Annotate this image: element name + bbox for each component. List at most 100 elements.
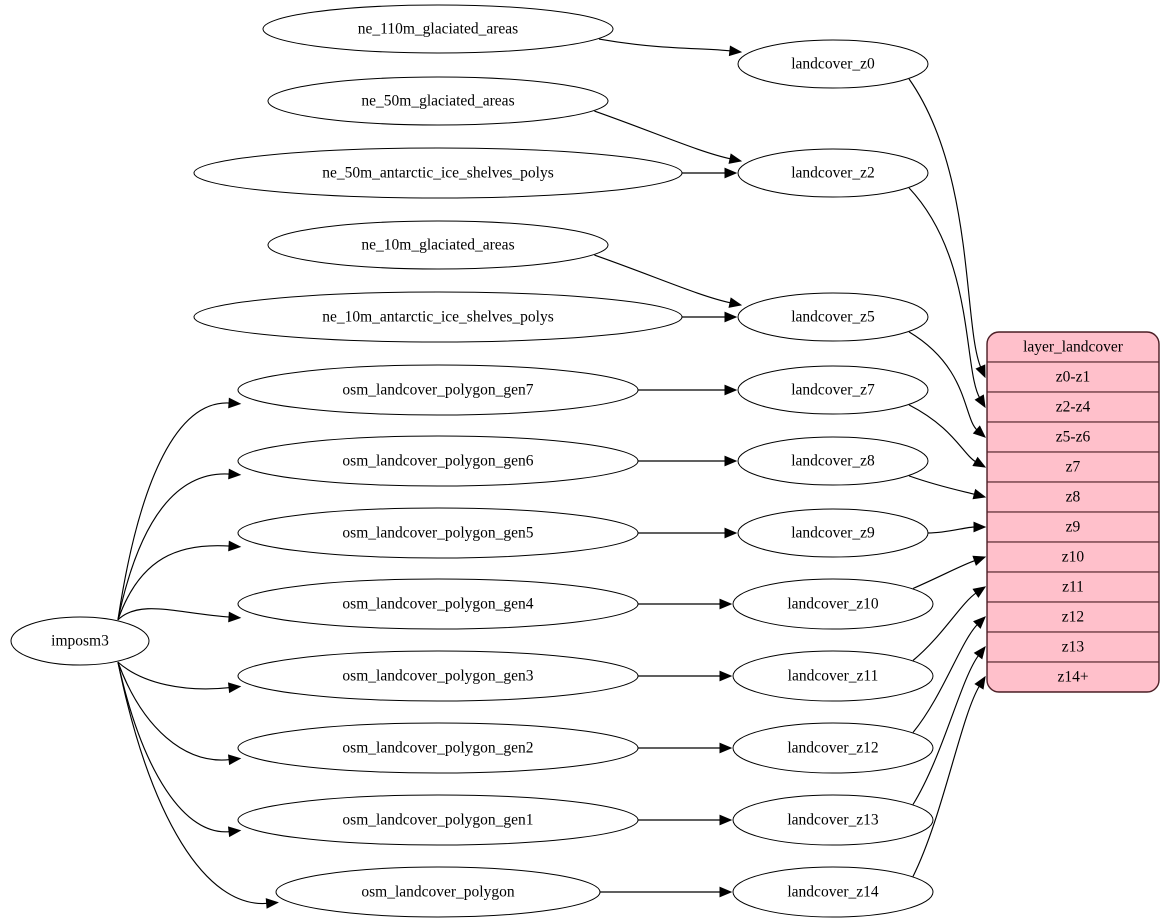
graph-node-ne_10m_antarctic_ice_shelves_polys[interactable]: ne_10m_antarctic_ice_shelves_polys [193,291,683,343]
graph-node-landcover_z8[interactable]: landcover_z8 [737,436,929,486]
graph-node-osm_landcover_polygon_gen2[interactable]: osm_landcover_polygon_gen2 [237,722,639,774]
edge [912,616,986,733]
table-row[interactable]: z9 [987,511,1159,543]
edge-arrowhead [719,670,733,682]
graph-node-landcover_z7[interactable]: landcover_z7 [737,365,929,415]
layer-node-ellipse[interactable] [732,578,934,630]
source-node-ellipse[interactable] [262,4,614,54]
edge-path [908,187,981,399]
node-label: osm_landcover_polygon_gen4 [342,596,533,613]
root-node-ellipse[interactable] [10,616,150,666]
table-row[interactable]: z14+ [987,661,1159,692]
graph-node-landcover_z12[interactable]: landcover_z12 [732,722,934,774]
table-row-cell[interactable] [987,481,1159,513]
layer-node-ellipse[interactable] [737,508,929,558]
table-row-cell[interactable] [987,601,1159,633]
layer-node-ellipse[interactable] [732,794,934,846]
table-row-cell[interactable] [987,391,1159,423]
graph-node-landcover_z9[interactable]: landcover_z9 [737,508,929,558]
graph-node-ne_110m_glaciated_areas[interactable]: ne_110m_glaciated_areas [262,4,614,54]
graph-node-landcover_z10[interactable]: landcover_z10 [732,578,934,630]
source-node-ellipse[interactable] [237,794,639,846]
source-node-ellipse[interactable] [237,435,639,487]
graph-node-landcover_z11[interactable]: landcover_z11 [732,650,934,702]
node-label: osm_landcover_polygon_gen3 [342,668,533,685]
edge-arrowhead [227,826,242,838]
graph-node-osm_landcover_polygon_gen7[interactable]: osm_landcover_polygon_gen7 [237,364,639,416]
table-row-label: z14+ [1057,669,1088,686]
layer-node-ellipse[interactable] [732,866,934,918]
graph-node-ne_50m_antarctic_ice_shelves_polys[interactable]: ne_50m_antarctic_ice_shelves_polys [193,147,683,199]
edge-path [908,78,982,369]
table-row-cell[interactable] [987,631,1159,663]
table-row[interactable]: z2-z4 [987,391,1159,423]
table-row-cell[interactable] [987,541,1159,573]
table-row[interactable]: z11 [987,571,1159,603]
edge-path [594,110,732,160]
layer-node-ellipse[interactable] [737,148,929,198]
layer-node-ellipse[interactable] [732,722,934,774]
graph-node-landcover_z0[interactable]: landcover_z0 [737,39,929,89]
edge [908,78,986,379]
table-outline [986,331,1160,693]
graph-node-ne_50m_glaciated_areas[interactable]: ne_50m_glaciated_areas [267,76,609,126]
graph-node-osm_landcover_polygon_gen5[interactable]: osm_landcover_polygon_gen5 [237,507,639,559]
source-node-ellipse[interactable] [193,291,683,343]
table-row[interactable]: z0-z1 [987,361,1159,393]
graph-node-landcover_z14[interactable]: landcover_z14 [732,866,934,918]
edge [117,661,242,838]
graph-node-landcover_z13[interactable]: landcover_z13 [732,794,934,846]
graph-node-ne_10m_glaciated_areas[interactable]: ne_10m_glaciated_areas [267,220,609,270]
edge-arrowhead [265,898,279,909]
source-node-ellipse[interactable] [237,650,639,702]
edge-path [912,685,981,877]
table-row[interactable]: z8 [987,481,1159,513]
graph-node-imposm3[interactable]: imposm3 [10,616,150,666]
graph-node-osm_landcover_polygon_gen6[interactable]: osm_landcover_polygon_gen6 [237,435,639,487]
source-node-ellipse[interactable] [237,578,639,630]
graph-node-osm_landcover_polygon[interactable]: osm_landcover_polygon [275,866,601,918]
node-label: landcover_z11 [788,668,879,685]
graph-node-osm_landcover_polygon_gen1[interactable]: osm_landcover_polygon_gen1 [237,794,639,846]
graph-node-landcover_z5[interactable]: landcover_z5 [737,292,929,342]
edge [117,662,279,909]
edge-path [908,475,976,496]
source-node-ellipse[interactable] [237,507,639,559]
layer-node-ellipse[interactable] [737,365,929,415]
edge [912,645,986,805]
edge-arrowhead [227,682,242,694]
source-node-ellipse[interactable] [237,722,639,774]
layer-node-ellipse[interactable] [737,292,929,342]
table-row-label: z9 [1066,519,1081,536]
edge-path [117,473,231,620]
source-node-ellipse[interactable] [193,147,683,199]
layer-node-ellipse[interactable] [737,436,929,486]
table-row-cell[interactable] [987,661,1159,692]
source-node-ellipse[interactable] [267,220,609,270]
table-row[interactable]: z13 [987,631,1159,663]
edge [637,670,733,682]
graph-node-osm_landcover_polygon_gen4[interactable]: osm_landcover_polygon_gen4 [237,578,639,630]
table-row[interactable]: z7 [987,451,1159,483]
source-node-ellipse[interactable] [267,76,609,126]
node-label: osm_landcover_polygon_gen7 [342,382,533,399]
table-row-cell[interactable] [987,361,1159,393]
table-row[interactable]: z10 [987,541,1159,573]
table-row[interactable]: z5-z6 [987,421,1159,453]
layer-node-ellipse[interactable] [732,650,934,702]
node-label: landcover_z14 [787,884,878,901]
edge-arrowhead [719,814,733,826]
edge-arrowhead [724,527,738,539]
source-node-ellipse[interactable] [237,364,639,416]
node-label: osm_landcover_polygon_gen1 [342,812,533,829]
graph-node-landcover_z2[interactable]: landcover_z2 [737,148,929,198]
node-layer: imposm3 ne_110m_glaciated_areas ne_50m_gla… [10,4,934,918]
edge-path [927,526,976,534]
edge-arrowhead [728,153,743,164]
source-node-ellipse[interactable] [275,866,601,918]
table-row[interactable]: z12 [987,601,1159,633]
layer-node-ellipse[interactable] [737,39,929,89]
graph-node-osm_landcover_polygon_gen3[interactable]: osm_landcover_polygon_gen3 [237,650,639,702]
edge-arrowhead [228,540,242,552]
edge-arrowhead [719,886,733,898]
